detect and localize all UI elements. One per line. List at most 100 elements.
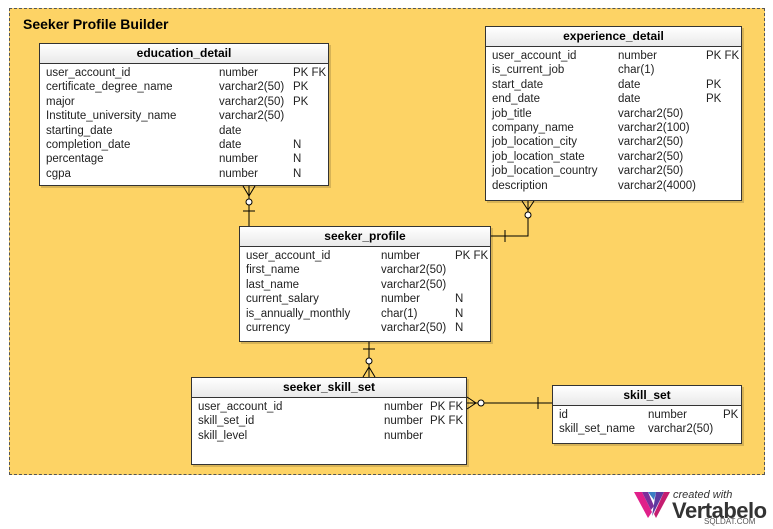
column-type: number bbox=[384, 415, 423, 428]
column-type: number bbox=[219, 167, 258, 180]
table-row: user_account_id number PK FK bbox=[192, 401, 466, 415]
column-name: currency bbox=[246, 321, 291, 334]
column-keys: PK bbox=[706, 78, 722, 91]
column-type: varchar2(50) bbox=[381, 278, 447, 291]
column-keys: N bbox=[293, 167, 302, 180]
column-name: user_account_id bbox=[492, 50, 577, 62]
column-keys: N bbox=[455, 293, 464, 306]
column-name: skill_set_id bbox=[198, 415, 255, 428]
column-name: major bbox=[46, 95, 75, 108]
column-name: user_account_id bbox=[198, 401, 283, 413]
column-type: date bbox=[618, 78, 641, 91]
column-type: number bbox=[618, 50, 657, 62]
crowfoot-top bbox=[466, 396, 477, 404]
column-name: job_location_state bbox=[492, 150, 585, 163]
column-type: number bbox=[384, 429, 423, 442]
column-name: completion_date bbox=[46, 138, 131, 151]
column-type: varchar2(50) bbox=[618, 150, 684, 163]
column-name: job_title bbox=[492, 107, 532, 120]
table-header: seeker_skill_set bbox=[192, 378, 466, 398]
crowfoot-left bbox=[521, 200, 529, 211]
column-name: start_date bbox=[492, 78, 544, 91]
table-row: starting_date date bbox=[40, 125, 328, 139]
table-row: id number PK bbox=[553, 409, 741, 423]
table-header: experience_detail bbox=[486, 27, 741, 47]
column-type: varchar2(50) bbox=[219, 110, 285, 123]
crowfoot-left bbox=[242, 185, 250, 197]
column-name: end_date bbox=[492, 93, 540, 106]
column-type: date bbox=[219, 124, 242, 137]
column-keys: PK bbox=[293, 95, 309, 108]
column-keys: PK FK bbox=[293, 67, 327, 79]
column-name: Institute_university_name bbox=[46, 110, 177, 123]
column-name: user_account_id bbox=[246, 250, 331, 262]
column-type: varchar2(50) bbox=[219, 81, 285, 94]
optional-circle bbox=[365, 357, 373, 365]
column-type: number bbox=[384, 401, 423, 413]
column-keys: PK bbox=[706, 93, 722, 106]
crowfoot-right bbox=[248, 185, 256, 197]
column-name: job_location_city bbox=[492, 136, 578, 149]
table-row: job_title varchar2(50) bbox=[486, 108, 741, 122]
column-name: starting_date bbox=[46, 124, 113, 137]
column-keys: PK bbox=[723, 409, 739, 421]
column-type: number bbox=[648, 409, 687, 421]
column-keys: N bbox=[455, 321, 464, 334]
column-name: id bbox=[559, 409, 568, 421]
column-name: skill_level bbox=[198, 429, 248, 442]
column-type: number bbox=[381, 293, 420, 306]
diagram-title: Seeker Profile Builder bbox=[23, 16, 169, 32]
column-name: certificate_degree_name bbox=[46, 81, 173, 94]
column-type: char(1) bbox=[381, 307, 418, 320]
crowfoot-bottom bbox=[466, 402, 477, 410]
branding-line2: Vertabelo bbox=[672, 498, 767, 523]
column-keys: PK FK bbox=[430, 415, 464, 428]
watermark: SQLDAT.COM bbox=[704, 517, 756, 526]
table-header: seeker_profile bbox=[240, 227, 490, 247]
table-body: user_account_id number PK FK is_current_job… bbox=[486, 47, 741, 194]
optional-circle bbox=[477, 399, 485, 407]
table-row: last_name varchar2(50) bbox=[240, 279, 490, 293]
column-type: varchar2(100) bbox=[618, 121, 690, 134]
optional-circle bbox=[245, 198, 253, 206]
crowfoot-right bbox=[368, 366, 376, 378]
rel-experience-seeker bbox=[491, 201, 529, 237]
column-type: varchar2(50) bbox=[618, 107, 684, 120]
column-keys: N bbox=[293, 138, 302, 151]
table-row: job_location_state varchar2(50) bbox=[486, 151, 741, 165]
column-name: user_account_id bbox=[46, 67, 131, 79]
crowfoot-right bbox=[527, 200, 535, 211]
column-keys: PK bbox=[293, 81, 309, 94]
branding-line1: created with bbox=[673, 489, 733, 501]
table-row: user_account_id number PK FK bbox=[486, 50, 741, 64]
column-name: skill_set_name bbox=[559, 423, 636, 436]
table-header: education_detail bbox=[40, 44, 328, 64]
column-type: varchar2(50) bbox=[381, 321, 447, 334]
column-keys: PK FK bbox=[706, 50, 740, 62]
column-type: number bbox=[219, 67, 258, 79]
column-keys: PK FK bbox=[430, 401, 464, 413]
column-type: char(1) bbox=[618, 64, 655, 77]
table-row: user_account_id number PK FK bbox=[40, 67, 328, 81]
column-name: last_name bbox=[246, 278, 300, 291]
